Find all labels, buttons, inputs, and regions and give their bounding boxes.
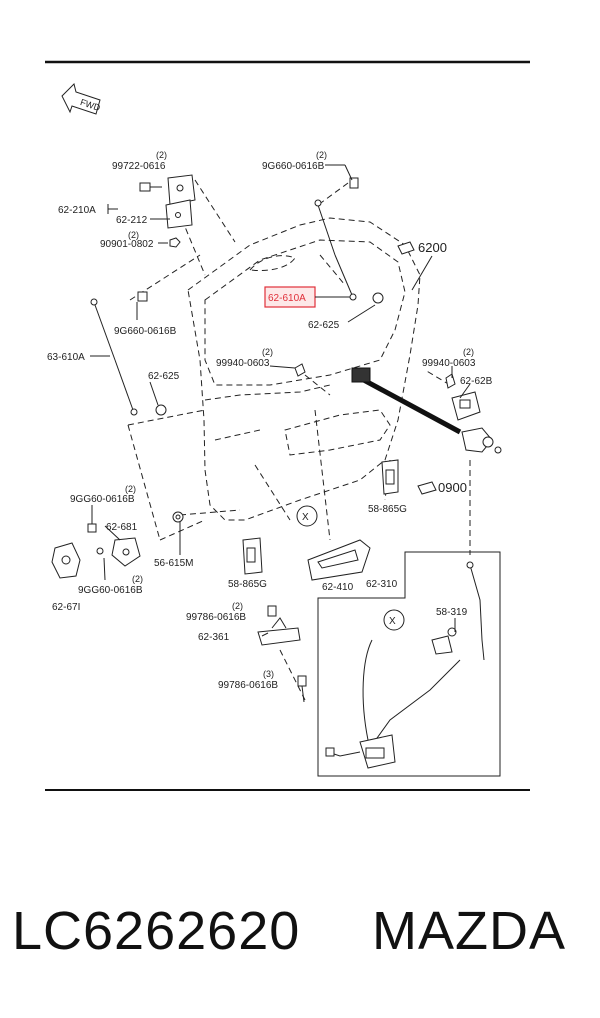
bumper-62-671 [51, 542, 81, 579]
ref-0900: 0900 [438, 480, 467, 495]
clip-icon [294, 363, 456, 389]
switch-62-62b [451, 391, 481, 421]
label-62-610a: 62-610A [268, 293, 306, 304]
ref-arrow-icon [397, 241, 415, 255]
qty-99940-right: (2) [463, 347, 474, 357]
gas-strut-63-610a [90, 298, 138, 416]
label-62-410: 62-410 [322, 582, 354, 593]
label-62-671: 62-67I [52, 602, 80, 613]
liftgate-outline [187, 217, 421, 521]
brand-name: MAZDA [372, 901, 566, 961]
grommet-56-615m [172, 511, 184, 523]
label-99786-0616b-b: 99786-0616B [218, 680, 278, 691]
qty-99786-a: (2) [232, 601, 243, 611]
bolt-icon [267, 605, 307, 703]
qty-9gg60-b: (2) [132, 574, 143, 584]
qty-99786-b: (3) [263, 669, 274, 679]
label-62-212: 62-212 [116, 215, 148, 226]
ref-6200: 6200 [418, 240, 447, 255]
label-9g660-0616b-mid: 9G660-0616B [114, 326, 177, 337]
label-9gg60-0616b-b: 9GG60-0616B [78, 585, 143, 596]
label-58-865g-right: 58-865G [368, 504, 407, 515]
part-number: LC6262620 [12, 901, 301, 961]
x-mark-label: X [302, 512, 309, 523]
qty-99722: (2) [156, 150, 167, 160]
label-62-681: 62-681 [106, 522, 138, 533]
caption: LC6262620 MAZDA [0, 900, 600, 980]
qty-9gg60-a: (2) [125, 484, 136, 494]
wiring-harness [351, 367, 462, 435]
qty-9g660-top: (2) [316, 150, 327, 160]
gas-strut-62-610a [314, 199, 357, 301]
striker-62-361 [257, 617, 301, 646]
label-90901-0802: 90901-0802 [100, 239, 154, 250]
label-62-310: 62-310 [366, 579, 398, 590]
clip-58-865g-left [242, 537, 263, 575]
label-63-610a: 63-610A [47, 352, 85, 363]
bolt-icon [137, 291, 148, 302]
hinge-62-212 [165, 174, 196, 229]
label-56-615m: 56-615M [154, 558, 193, 569]
label-58-319: 58-319 [436, 607, 468, 618]
label-58-865g-left: 58-865G [228, 579, 267, 590]
fwd-arrow-icon: FWD [61, 83, 102, 115]
nut-icon [169, 237, 181, 248]
bumper-62-681 [111, 537, 141, 567]
bolt-icon [349, 177, 359, 189]
clip-58-865g-right [381, 459, 399, 495]
qty-99940-left: (2) [262, 347, 273, 357]
label-99940-0603-right: 99940-0603 [422, 358, 476, 369]
ball-stud-icon [155, 292, 384, 416]
x-mark-icon: X [383, 609, 405, 631]
part-labels: (2) 99722-0616 62-210A 62-212 (2) 90901-… [47, 150, 493, 691]
label-62-62b: 62-62B [460, 376, 493, 387]
x-mark-label: X [389, 616, 396, 627]
label-99786-0616b-a: 99786-0616B [186, 612, 246, 623]
label-62-625-right: 62-625 [308, 320, 340, 331]
label-9gg60-0616b-a: 9GG60-0616B [70, 494, 135, 505]
label-62-210a: 62-210A [58, 205, 96, 216]
bolt-icon [87, 523, 104, 555]
x-mark-icon: X [296, 505, 318, 527]
bolt-icon [139, 182, 162, 192]
label-9g660-0616b-top: 9G660-0616B [262, 161, 325, 172]
latch-inset-box [317, 551, 501, 777]
label-99940-0603-left: 99940-0603 [216, 358, 270, 369]
lock-cylinder [461, 427, 502, 454]
handle-62-410 [307, 539, 371, 581]
ref-arrow-icon [417, 481, 437, 495]
label-99722-0616: 99722-0616 [112, 161, 166, 172]
label-62-625-left: 62-625 [148, 371, 180, 382]
leader-lines [127, 179, 471, 701]
label-leaders [90, 164, 471, 637]
label-62-361: 62-361 [198, 632, 230, 643]
qty-90901: (2) [128, 230, 139, 240]
